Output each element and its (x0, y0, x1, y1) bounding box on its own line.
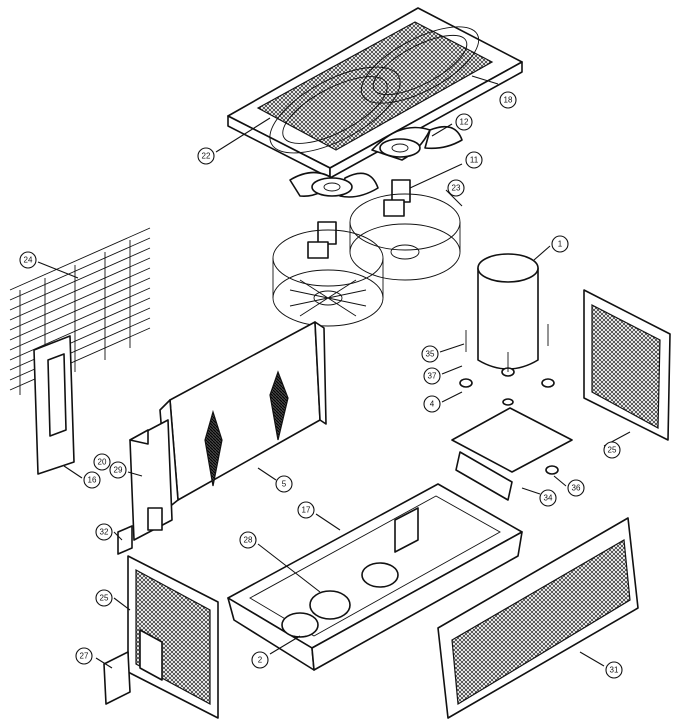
callout-2: 2 (251, 651, 269, 669)
callout-label: 5 (282, 480, 287, 489)
callout-label: 29 (114, 466, 123, 475)
callout-4: 4 (423, 395, 441, 413)
callout-25-left: 25 (95, 589, 113, 607)
callout-label: 31 (610, 666, 619, 675)
callout-label: 2 (258, 656, 263, 665)
callout-label: 36 (572, 484, 581, 493)
right-side-grille-panel (583, 289, 671, 441)
callout-22: 22 (197, 147, 215, 165)
callout-label: 28 (244, 536, 253, 545)
compressor-cylinder (459, 253, 555, 388)
callout-20: 20 (93, 453, 111, 471)
callout-label: 18 (504, 96, 513, 105)
callout-34: 34 (539, 489, 557, 507)
callout-label: 32 (100, 528, 109, 537)
fan-motor-guards (272, 179, 461, 327)
callout-label: 34 (544, 494, 553, 503)
fan-blade-assembly (289, 125, 463, 198)
callout-label: 27 (80, 652, 89, 661)
compressor-mounting-plate (451, 398, 573, 501)
callout-12: 12 (455, 113, 473, 131)
callout-35: 35 (421, 345, 439, 363)
callout-27: 27 (75, 647, 93, 665)
base-pan (227, 483, 523, 671)
callout-label: 22 (202, 152, 211, 161)
callout-label: 16 (88, 476, 97, 485)
callout-label: 1 (558, 240, 563, 249)
callout-label: 20 (98, 458, 107, 467)
callout-28: 28 (239, 531, 257, 549)
callout-label: 17 (302, 506, 311, 515)
callout-31: 31 (605, 661, 623, 679)
top-cover-panel (227, 7, 523, 179)
left-front-grille-panel (103, 525, 219, 719)
callout-37: 37 (423, 367, 441, 385)
callout-17: 17 (297, 501, 315, 519)
callout-5: 5 (275, 475, 293, 493)
callout-1: 1 (551, 235, 569, 253)
callout-label: 25 (608, 446, 617, 455)
callout-29: 29 (109, 461, 127, 479)
callout-label: 4 (430, 400, 435, 409)
callout-24: 24 (19, 251, 37, 269)
side-bracket (33, 335, 75, 475)
callout-label: 23 (452, 184, 461, 193)
evaporator-housing (129, 419, 173, 541)
leader-lines (37, 75, 631, 669)
front-grille-panel (437, 517, 639, 719)
callout-label: 25 (100, 594, 109, 603)
callout-label: 24 (24, 256, 33, 265)
callout-label: 35 (426, 350, 435, 359)
callout-label: 37 (428, 372, 437, 381)
callout-36: 36 (567, 479, 585, 497)
callout-label: 11 (470, 156, 479, 165)
rear-wire-grille (9, 227, 151, 395)
callout-32: 32 (95, 523, 113, 541)
callout-16: 16 (83, 471, 101, 489)
condenser-coil (159, 321, 327, 509)
callout-23: 23 (447, 179, 465, 197)
callout-11: 11 (465, 151, 483, 169)
callout-18: 18 (499, 91, 517, 109)
callout-25-right: 25 (603, 441, 621, 459)
callout-label: 12 (460, 118, 469, 127)
